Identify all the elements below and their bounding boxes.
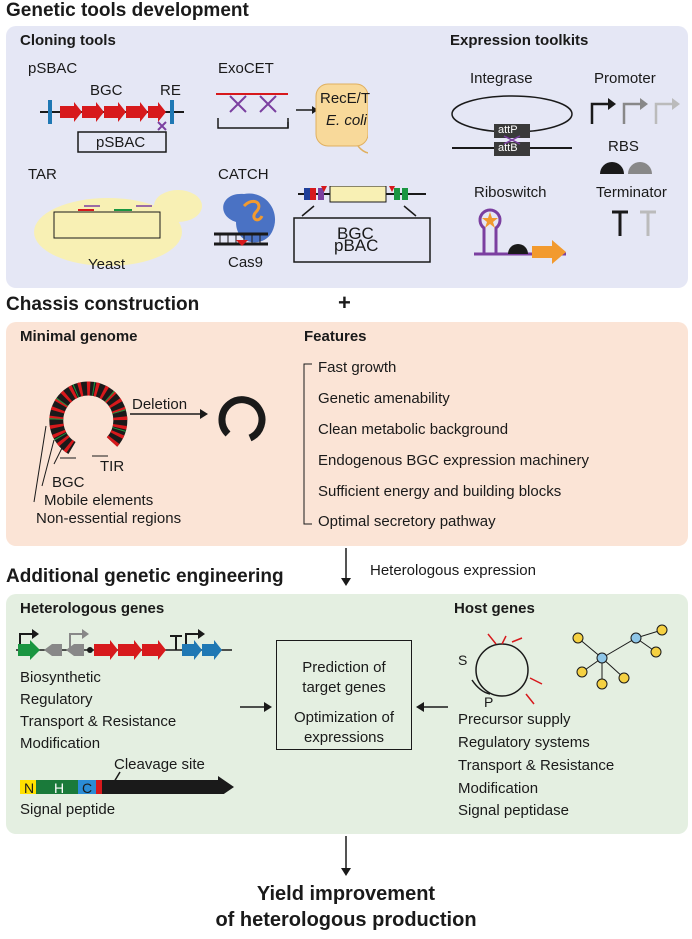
feature-item: Sufficient energy and building blocks bbox=[318, 483, 562, 500]
psbac-bgc-label: BGC bbox=[90, 82, 123, 99]
genome-bgc-label: BGC bbox=[52, 474, 85, 491]
host-gene-item: Modification bbox=[458, 780, 539, 797]
gene-cluster-diagram bbox=[16, 629, 232, 660]
signal-c-label: C bbox=[82, 780, 93, 796]
prediction-line-1: Prediction of bbox=[302, 659, 386, 676]
feature-item: Genetic amenability bbox=[318, 390, 450, 407]
rbs-label: RBS bbox=[608, 138, 639, 155]
heterologous-gene-item: Biosynthetic bbox=[20, 669, 101, 686]
host-gene-item: Regulatory systems bbox=[458, 734, 590, 751]
mobile-elements-label: Mobile elements bbox=[44, 492, 154, 509]
section-title-chassis: Chassis construction bbox=[6, 294, 200, 315]
promoter-icons bbox=[590, 98, 680, 124]
heterologous-gene-item: Transport & Resistance bbox=[20, 713, 177, 730]
catch-diagram bbox=[214, 186, 431, 263]
catch-label: CATCH bbox=[218, 166, 269, 183]
attp-label: attP bbox=[498, 124, 518, 136]
prediction-line-4: expressions bbox=[303, 729, 385, 746]
feature-item: Clean metabolic background bbox=[318, 421, 509, 438]
host-gene-item: Precursor supply bbox=[458, 711, 571, 728]
heterologous-gene-item: Regulatory bbox=[20, 691, 93, 708]
terminator-label: Terminator bbox=[596, 184, 667, 201]
rbs-icons bbox=[600, 162, 652, 174]
catch-cas9-label: Cas9 bbox=[228, 254, 264, 271]
signal-peptide-label: Signal peptide bbox=[20, 801, 116, 818]
promoter-label: Promoter bbox=[594, 70, 656, 87]
down-arrow-2 bbox=[341, 836, 351, 876]
expression-toolkits-title: Expression toolkits bbox=[450, 32, 589, 49]
feature-item: Fast growth bbox=[318, 359, 397, 376]
tar-diagram bbox=[34, 190, 202, 266]
exocet-host-label: E. coli bbox=[326, 112, 367, 129]
cloning-tools-title: Cloning tools bbox=[20, 32, 116, 49]
features-bracket bbox=[303, 363, 312, 525]
features-title: Features bbox=[304, 328, 367, 345]
heterologous-expression-label: Heterologous expression bbox=[370, 562, 536, 579]
arrow-right-to-center bbox=[416, 702, 448, 712]
psbac-vector-label: pSBAC bbox=[96, 134, 146, 151]
plus-sign: + bbox=[338, 290, 351, 315]
catch-pbac-label: pBAC bbox=[334, 236, 379, 255]
cleavage-site-label: Cleavage site bbox=[114, 756, 205, 773]
host-genes-title: Host genes bbox=[454, 600, 535, 617]
product-label: P bbox=[484, 694, 494, 710]
riboswitch-label: Riboswitch bbox=[474, 184, 547, 201]
terminator-icons bbox=[612, 210, 656, 236]
section-title-genetic-tools: Genetic tools development bbox=[6, 0, 249, 21]
exocet-label: ExoCET bbox=[218, 60, 274, 77]
prediction-line-3: Optimization of bbox=[293, 709, 395, 726]
integrase-diagram bbox=[451, 95, 573, 156]
heterologous-gene-item: Modification bbox=[20, 735, 101, 752]
prediction-line-2: target genes bbox=[302, 679, 386, 696]
prediction-box bbox=[276, 640, 412, 750]
tar-label: TAR bbox=[28, 166, 57, 183]
minimal-genome-diagram bbox=[33, 381, 266, 503]
result-line-2: of heterologous production bbox=[215, 909, 477, 931]
down-arrow-1 bbox=[341, 548, 351, 586]
signal-peptide-diagram bbox=[20, 771, 234, 794]
signal-h-label: H bbox=[54, 780, 65, 796]
exocet-diagram bbox=[208, 83, 368, 154]
minimal-genome-title: Minimal genome bbox=[20, 328, 138, 345]
deletion-label: Deletion bbox=[132, 396, 188, 413]
psbac-re-label: RE bbox=[160, 82, 181, 99]
heterologous-genes-title: Heterologous genes bbox=[20, 600, 165, 617]
psbac-diagram bbox=[40, 100, 184, 153]
catch-bgc-label: BGC bbox=[337, 224, 374, 243]
host-metabolism-diagram bbox=[471, 624, 668, 705]
nonessential-regions-label: Non-essential regions bbox=[36, 510, 182, 527]
integrase-label: Integrase bbox=[470, 70, 533, 87]
feature-item: Optimal secretory pathway bbox=[318, 513, 496, 530]
substrate-label: S bbox=[458, 652, 468, 668]
feature-item: Endogenous BGC expression machinery bbox=[318, 452, 589, 469]
signal-n-label: N bbox=[24, 780, 35, 796]
arrow-left-to-center bbox=[240, 702, 272, 712]
exocet-rec-label: RecE/T bbox=[320, 90, 371, 107]
result-line-1: Yield improvement bbox=[256, 883, 436, 905]
psbac-label: pSBAC bbox=[28, 60, 78, 77]
tar-yeast-label: Yeast bbox=[88, 256, 125, 273]
section-title-additional: Additional genetic engineering bbox=[6, 566, 284, 587]
riboswitch-diagram bbox=[474, 208, 566, 264]
host-gene-item: Signal peptidase bbox=[458, 802, 569, 819]
attb-label: attB bbox=[498, 142, 518, 154]
host-gene-item: Transport & Resistance bbox=[458, 757, 615, 774]
tir-label: TIR bbox=[100, 458, 125, 475]
